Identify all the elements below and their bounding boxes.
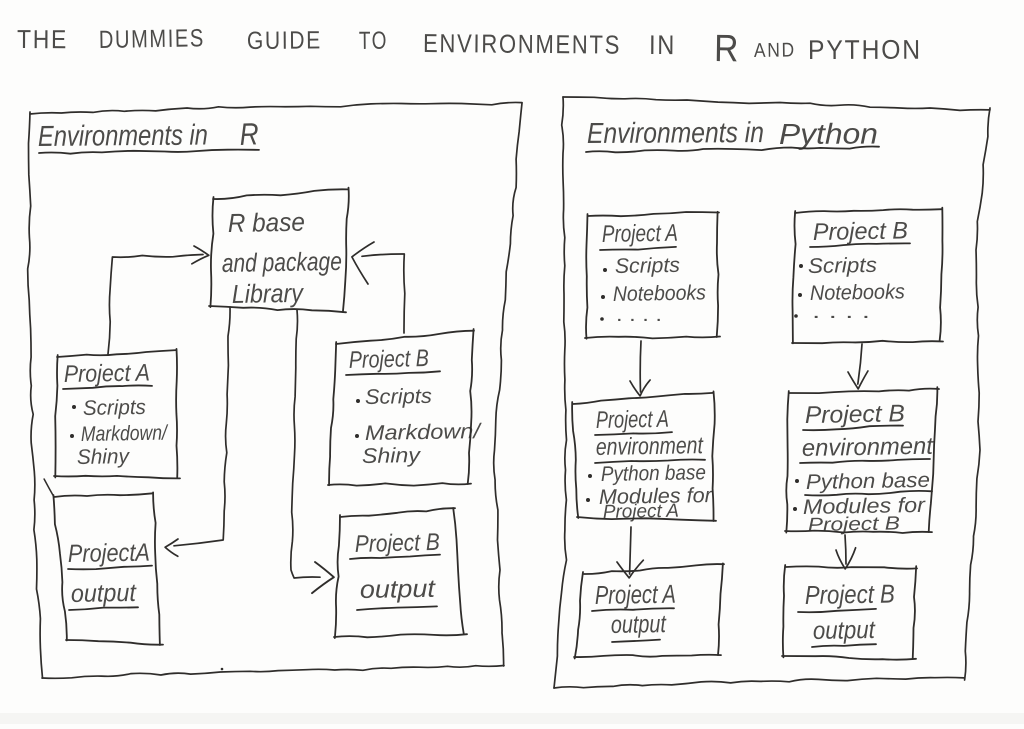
svg-text:Project B: Project B bbox=[348, 345, 429, 374]
svg-text:Scripts: Scripts bbox=[615, 254, 681, 278]
svg-text:Project B: Project B bbox=[813, 217, 908, 246]
svg-text:R base: R base bbox=[228, 207, 306, 238]
svg-text:Notebooks: Notebooks bbox=[810, 280, 906, 305]
svg-text:Environments in: Environments in bbox=[38, 120, 208, 153]
svg-text:Scripts: Scripts bbox=[808, 254, 878, 278]
svg-text:and package: and package bbox=[222, 246, 343, 278]
svg-text:Project B: Project B bbox=[808, 513, 901, 536]
svg-text:ENVIRONMENTS: ENVIRONMENTS bbox=[423, 28, 621, 60]
svg-text:Modules for: Modules for bbox=[803, 494, 927, 519]
svg-text:Scripts: Scripts bbox=[365, 385, 433, 409]
svg-text:ProjectA: ProjectA bbox=[68, 539, 150, 568]
svg-text:output: output bbox=[611, 610, 667, 639]
svg-text:Project A: Project A bbox=[603, 501, 679, 523]
svg-text:Notebooks: Notebooks bbox=[613, 281, 707, 306]
svg-text:Project A: Project A bbox=[596, 406, 669, 434]
svg-text:IN: IN bbox=[649, 30, 676, 60]
svg-text:Python base: Python base bbox=[601, 461, 706, 486]
svg-text:Scripts: Scripts bbox=[83, 396, 147, 420]
svg-text:environment: environment bbox=[596, 432, 705, 461]
svg-text:Project B: Project B bbox=[805, 400, 905, 429]
svg-text:Project A: Project A bbox=[64, 360, 150, 388]
svg-text:Modules for: Modules for bbox=[599, 484, 713, 509]
svg-text:PYTHON: PYTHON bbox=[808, 35, 922, 65]
svg-text:Library: Library bbox=[232, 278, 305, 309]
svg-text:THE: THE bbox=[17, 24, 68, 54]
svg-text:Shiny: Shiny bbox=[362, 444, 422, 468]
svg-text:Project A: Project A bbox=[595, 579, 677, 610]
svg-text:AND: AND bbox=[754, 39, 796, 62]
svg-text:R: R bbox=[714, 28, 741, 70]
svg-text:Markdown/: Markdown/ bbox=[365, 420, 483, 445]
svg-text:DUMMIES: DUMMIES bbox=[99, 24, 205, 54]
svg-text:Project B: Project B bbox=[354, 529, 440, 558]
svg-text:Markdown/: Markdown/ bbox=[81, 421, 169, 446]
svg-text:Python: Python bbox=[779, 118, 878, 151]
svg-text:Project B: Project B bbox=[805, 578, 896, 610]
svg-text:environment: environment bbox=[802, 433, 935, 462]
svg-text:output: output bbox=[360, 575, 437, 604]
svg-text:TO: TO bbox=[359, 27, 388, 55]
svg-text:Project A: Project A bbox=[602, 220, 678, 248]
svg-text:GUIDE: GUIDE bbox=[247, 26, 322, 55]
svg-text:Environments in: Environments in bbox=[587, 117, 764, 150]
svg-text:Shiny: Shiny bbox=[77, 445, 131, 469]
svg-text:. . . .: . . . . bbox=[812, 301, 870, 323]
svg-text:Python base: Python base bbox=[806, 469, 930, 494]
svg-text:R: R bbox=[239, 116, 259, 152]
svg-text:. . . .: . . . . bbox=[616, 304, 662, 326]
svg-text:output: output bbox=[813, 616, 876, 645]
svg-text:output: output bbox=[71, 579, 137, 608]
